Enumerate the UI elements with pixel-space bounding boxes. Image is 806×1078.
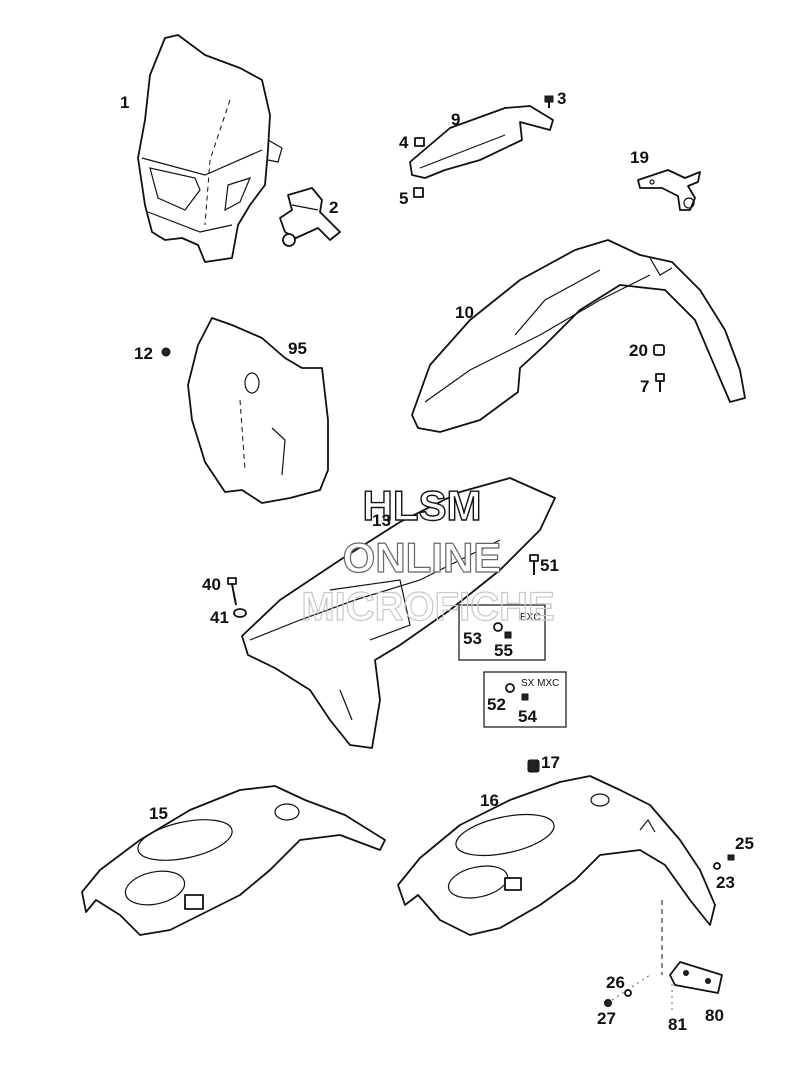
plate-80 <box>669 961 723 994</box>
sx-mxc-variant-box: SX MXC <box>483 671 567 728</box>
label-5: 5 <box>399 189 408 208</box>
label-2: 2 <box>329 198 338 217</box>
number-plate <box>187 317 329 504</box>
nut-27 <box>604 999 612 1007</box>
watermark-line-2: ONLINE <box>343 534 502 581</box>
screw-12 <box>161 347 171 357</box>
nut-17 <box>527 759 540 773</box>
label-25: 25 <box>735 834 754 853</box>
label-27: 27 <box>597 1009 616 1028</box>
nut-5 <box>413 187 424 198</box>
label-40: 40 <box>202 575 221 594</box>
label-55: 55 <box>494 641 513 660</box>
exc-variant-box: EXC <box>458 604 546 661</box>
label-17: 17 <box>541 753 560 772</box>
label-41: 41 <box>210 608 229 627</box>
nut-4 <box>414 137 425 147</box>
label-9: 9 <box>451 110 460 129</box>
label-81: 81 <box>668 1015 687 1034</box>
rear-fender <box>241 477 556 749</box>
washer-41 <box>233 608 247 618</box>
label-13: 13 <box>372 511 391 530</box>
label-12: 12 <box>134 344 153 363</box>
label-52: 52 <box>487 695 506 714</box>
watermark-line-1: HLSM <box>363 482 482 529</box>
label-16: 16 <box>480 791 499 810</box>
mount-bracket <box>637 169 701 211</box>
sx-mxc-label: SX MXC <box>521 678 559 689</box>
label-19: 19 <box>630 148 649 167</box>
label-15: 15 <box>149 804 168 823</box>
label-1: 1 <box>120 93 129 112</box>
bolt-40 <box>227 577 237 606</box>
label-54: 54 <box>518 707 537 726</box>
washer-26 <box>624 989 632 997</box>
label-3: 3 <box>557 89 566 108</box>
screw-7 <box>655 373 665 392</box>
label-10: 10 <box>455 303 474 322</box>
bolt-3 <box>544 95 554 108</box>
bracket-bar <box>409 105 554 179</box>
watermark: HLSM ONLINE MICROFICHE <box>301 481 556 629</box>
label-23: 23 <box>716 873 735 892</box>
assembly-line-front <box>611 974 651 1001</box>
screw-25 <box>727 854 735 861</box>
label-4: 4 <box>399 133 409 152</box>
part-labels: 1 2 3 4 5 9 19 10 20 7 12 95 13 51 40 41… <box>120 89 754 1034</box>
clamp <box>279 187 341 247</box>
fender-guard-15 <box>81 785 386 936</box>
label-80: 80 <box>705 1006 724 1025</box>
exc-label: EXC <box>520 612 541 623</box>
fender-16 <box>397 775 716 936</box>
watermark-line-3: MICROFICHE <box>301 585 554 629</box>
label-26: 26 <box>606 973 625 992</box>
label-95: 95 <box>288 339 307 358</box>
bolt-51 <box>529 554 539 575</box>
label-20: 20 <box>629 341 648 360</box>
label-53: 53 <box>463 629 482 648</box>
label-7: 7 <box>640 377 649 396</box>
label-51: 51 <box>540 556 559 575</box>
headlight-mask <box>137 34 283 263</box>
washer-23 <box>713 862 721 870</box>
nut-20 <box>653 344 665 356</box>
front-fender <box>411 239 746 433</box>
